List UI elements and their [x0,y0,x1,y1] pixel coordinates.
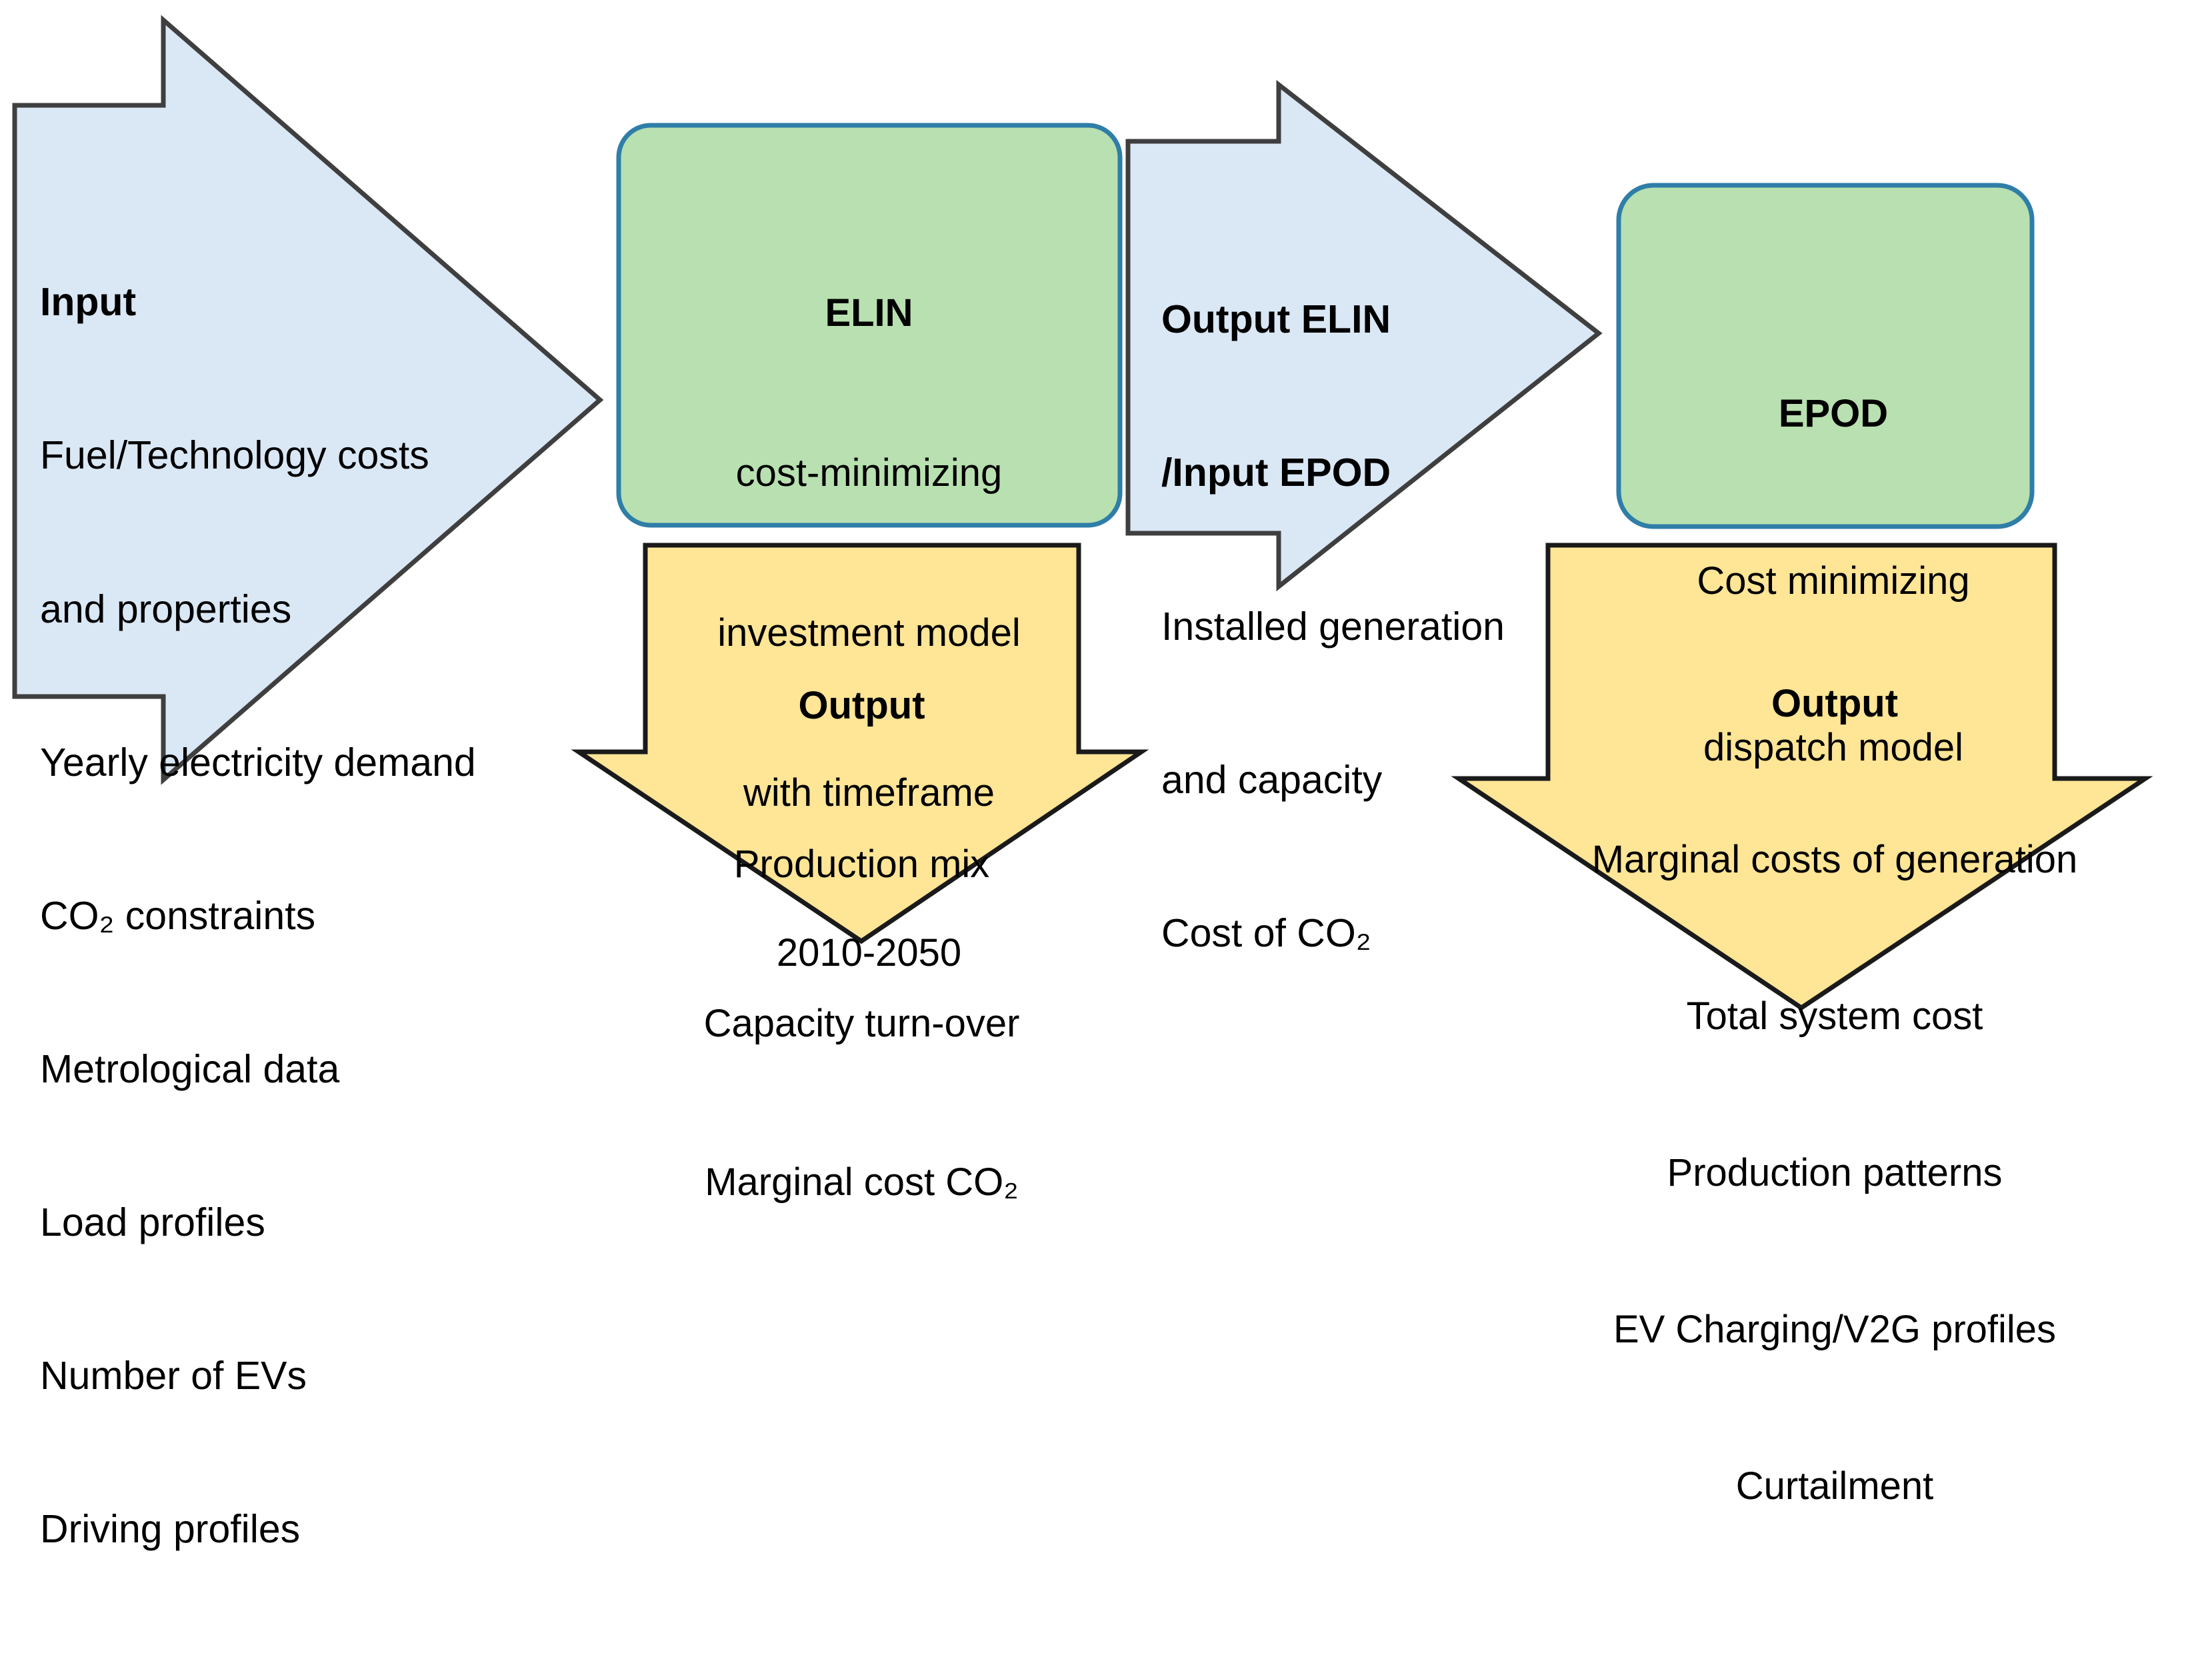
elin-line: cost-minimizing [735,451,1003,495]
middle-heading-line2: /Input EPOD [1161,451,1391,495]
input-heading: Input [40,280,137,325]
input-item: Fuel/Technology costs [40,433,429,478]
middle-arrow-shape [1125,79,1603,592]
diagram-canvas: Input Fuel/Technology costs and properti… [12,15,2153,1551]
diagram-shapes-layer [12,15,2153,1011]
epod-line: dispatch model [1703,726,1964,770]
epod-output-item: Marginal costs of generation [1591,838,2078,882]
epod-output-item: Curtailment [1735,1464,1934,1508]
middle-arrow-text-block: Output ELIN /Input EPOD Installed genera… [1161,192,1628,1061]
middle-item: Cost of CO₂ [1161,910,1371,955]
elin-box-shape [616,123,1123,528]
middle-heading-line1: Output ELIN [1161,297,1391,342]
epod-output-item: Production patterns [1667,1151,2003,1195]
input-item: Driving profiles [40,1506,301,1551]
input-item: Metrological data [40,1046,340,1091]
epod-line: Cost minimizing [1697,559,1970,603]
elin-line: with timeframe [743,771,995,815]
epod-output-text-block: Output Marginal costs of generation Tota… [1548,573,2121,1617]
elin-output-item: Capacity turn-over [703,1001,1020,1045]
epod-heading: EPOD [1778,392,1889,436]
elin-heading: ELIN [825,291,913,335]
epod-output-item: Total system cost [1686,994,1983,1038]
epod-output-heading: Output [1771,681,1899,725]
elin-line: 2010-2050 [776,931,962,975]
input-arrow-shape [12,15,604,785]
input-item: Load profiles [40,1200,265,1244]
epod-box-shape [1616,183,2035,529]
elin-output-item: Marginal cost CO₂ [705,1160,1019,1204]
epod-output-item: EV Charging/V2G profiles [1613,1308,2057,1352]
input-item: Yearly electricity demand [40,740,476,785]
elin-output-heading: Output [798,683,925,727]
elin-line: investment model [717,611,1021,655]
input-item: Number of EVs [40,1353,307,1398]
middle-item: and capacity [1161,757,1383,802]
middle-item: Installed generation [1161,604,1505,649]
input-item: CO₂ constraints [40,893,316,938]
input-arrow-text-block: Input Fuel/Technology costs and properti… [40,175,493,1657]
elin-output-text-block: Output Production mix Capacity turn-over… [643,573,1080,1314]
elin-box-text-block: ELIN cost-minimizing investment model wi… [617,180,1121,1087]
elin-output-item: Production mix [733,842,990,886]
epod-output-arrow-shape [1451,543,2153,1011]
epod-box-text-block: EPOD Cost minimizing dispatch model [1620,275,2047,887]
elin-output-arrow-shape [571,543,1149,944]
input-item: and properties [40,587,292,631]
